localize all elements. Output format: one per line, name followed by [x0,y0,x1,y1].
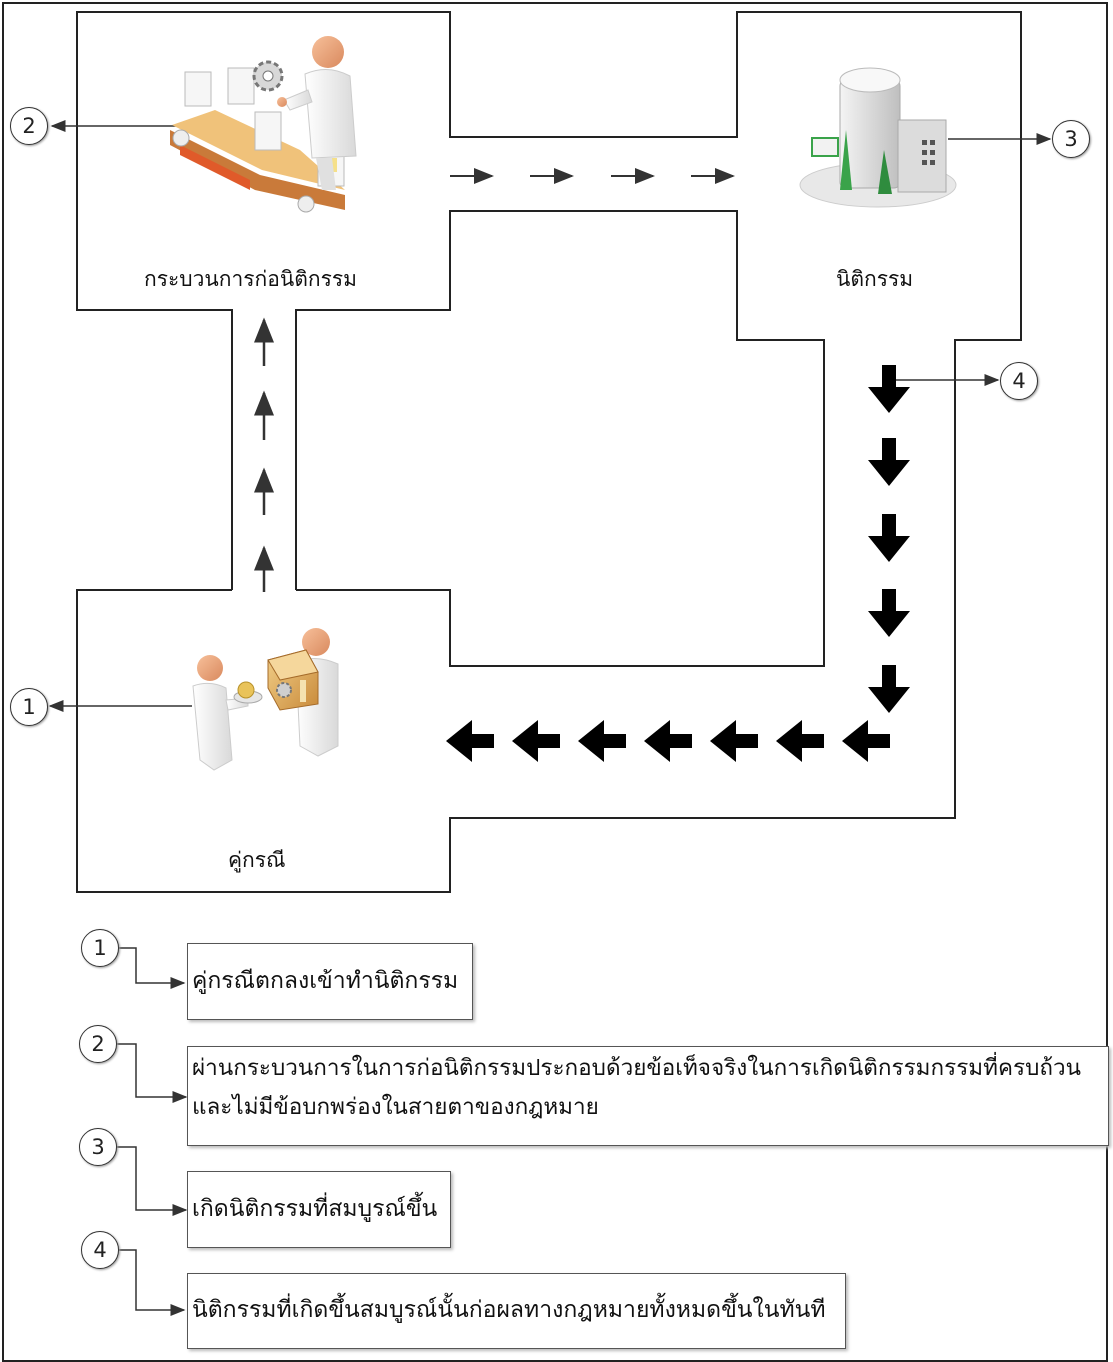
bold-left-arrows [446,720,890,762]
building-icon [799,67,957,208]
process-node-label: กระบวนการก่อนิติกรรม [144,267,357,291]
legend-marker-1: 1 [81,929,119,967]
process-region [76,11,1022,893]
legend-item-4: นิติกรรมที่เกิดขึ้นสมบูรณ์นั้นก่อผลทางกฎ… [187,1273,846,1349]
marker-4: 4 [1000,362,1038,400]
legend-text-4: นิติกรรมที่เกิดขึ้นสมบูรณ์นั้นก่อผลทางกฎ… [192,1297,826,1323]
legend-item-2: ผ่านกระบวนการในการก่อนิติกรรมประกอบด้วยข… [187,1046,1109,1146]
marker-2: 2 [10,107,48,145]
legend-marker-4: 4 [81,1231,119,1269]
legend-connectors [117,947,188,1316]
parties-node-label: คู่กรณี [228,848,286,872]
bold-down-arrows [868,365,910,713]
marker-1: 1 [10,688,48,726]
factory-worker-icon [170,36,357,213]
marker-3: 3 [1052,120,1090,158]
legend-item-3: เกิดนิติกรรมที่สมบูรณ์ขึ้น [187,1171,451,1248]
legend-marker-2: 2 [79,1025,117,1063]
legend-text-2-line2: และไม่มีข้อบกพร่องในสายตาของกฎหมาย [192,1094,599,1120]
marker-connectors [48,120,1052,712]
legend-item-1: คู่กรณีตกลงเข้าทำนิติกรรม [187,943,473,1020]
legend-text-1: คู่กรณีตกลงเข้าทำนิติกรรม [192,968,459,994]
legend-text-3: เกิดนิติกรรมที่สมบูรณ์ขึ้น [192,1196,438,1222]
legend-marker-3: 3 [79,1128,117,1166]
legend-text-2-line1: ผ่านกระบวนการในการก่อนิติกรรมประกอบด้วยข… [192,1055,1082,1081]
handshake-exchange-icon [192,628,339,771]
juristic-act-node-label: นิติกรรม [836,267,914,291]
